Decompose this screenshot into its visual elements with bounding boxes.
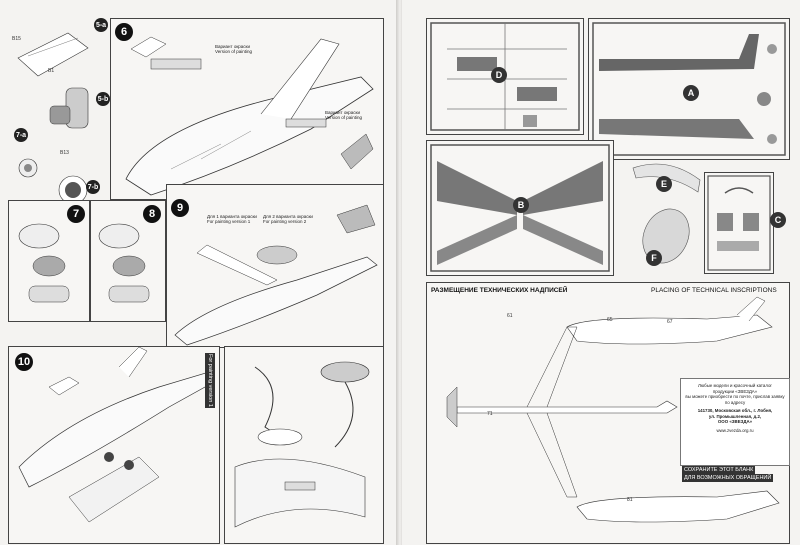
step-8-number: 8 [143,205,161,223]
step-10-aircraft-drawing [18,347,215,523]
part-label: B15 [12,36,21,42]
inscriptions-title-en: PLACING OF TECHNICAL INSCRIPTIONS [651,287,777,294]
variant-2-en: Version of painting [325,114,363,120]
variant-1-ru: Вариант окраски [215,44,251,49]
step-7-engine-drawing [18,223,70,303]
tail-parts-diagram [17,32,89,205]
step-8-label: 8 [148,208,156,220]
sprue-a: A [588,18,790,160]
option-2-ru: Для 2 варианта окраски [263,214,313,219]
step-5a-label: 5-a [95,21,107,29]
step-10-panel: 10 For painting version 1 [8,346,220,544]
sprue-f-letter: F [651,253,657,263]
option-1-en: For painting version 1 [207,218,251,224]
sprue-b-letter: B [517,200,525,210]
stamp-1-text: For painting version 1 [207,354,213,407]
step-7a-badge: 7-a [14,128,28,142]
marking-number: 71 [487,411,493,417]
step-7a-label: 7-a [15,131,27,139]
step-10-label: 10 [17,356,31,368]
sprue-f-label: F [646,250,662,266]
sprue-c-label: C [770,212,786,228]
page-gutter [396,0,404,545]
part-label: B13 [60,150,69,156]
sprue-b-label: B [513,197,529,213]
sprue-d-parts [430,22,580,131]
step-7-panel: 7 [8,200,90,322]
step-7-label: 7 [72,208,80,220]
option-1-ru: Для 1 варианта окраски [207,214,257,219]
sprue-a-letter: A [687,88,695,98]
marking-number: 67 [667,319,673,325]
step-7-number: 7 [67,205,85,223]
step-6-number: 6 [115,23,133,41]
contact-line-4: 141730, Московская обл., г. Лобня, [697,408,773,413]
variant-1-en: Version of painting [215,48,253,54]
step-5b-badge: 5-b [96,92,110,106]
sprue-b: B [426,140,614,276]
option-2-en: For painting version 2 [263,218,307,224]
sprue-d-label: D [491,67,507,83]
step-8-panel: 8 [90,200,166,322]
contact-url: www.zvezda.org.ru [716,427,754,433]
step-10-number: 10 [15,353,33,371]
sprue-a-label: A [683,85,699,101]
step-9-aircraft-drawing [174,204,378,346]
sprue-c [704,172,774,274]
keep-form-stamp: СОХРАНИТЕ ЭТОТ БЛАНК [682,466,756,474]
sprue-d: D [426,18,584,135]
step-9-number: 9 [171,199,189,217]
step-6-label: 6 [120,26,128,38]
sprue-a-parts [592,22,786,156]
step-9-label: 9 [176,202,184,214]
contact-line-6: ООО «ЗВЕЗДА» [717,419,753,424]
contact-line-2: продукции «ЗВЕЗДА» [712,388,758,394]
contact-line-1: Любые модели и красочный каталог [698,383,772,388]
marking-number: 81 [627,497,633,503]
contact-box: Любые модели и красочный каталог продукц… [680,378,790,466]
step-5b-label: 5-b [97,95,109,103]
step-8-engine-drawing [98,223,150,303]
contact-line-3: вы можете приобрести по почте, прислав з… [685,394,785,405]
sprue-c-letter: C [774,215,782,225]
marking-number: 65 [607,317,613,323]
step-7b-badge: 7-b [86,180,100,194]
stand-drawing [234,361,370,528]
sprue-c-parts [707,175,771,271]
sprue-e-letter: E [660,179,667,189]
sprue-e-label: E [656,176,672,192]
part-label: B1 [48,68,55,74]
variant-2-ru: Вариант окраски [325,110,361,115]
marking-number: 61 [507,313,513,319]
inscriptions-title-ru: РАЗМЕЩЕНИЕ ТЕХНИЧЕСКИХ НАДПИСЕЙ [431,287,568,294]
inquiry-stamp: ДЛЯ ВОЗМОЖНЫХ ОБРАЩЕНИЙ [682,474,774,482]
inscriptions-views [446,296,780,523]
sprue-b-parts [430,144,610,272]
stand-base-f-shape [642,208,690,264]
stand-panel [224,346,384,544]
step-7b-label: 7-b [87,183,99,191]
step-6-aircraft-drawing [125,36,374,196]
contact-line-5: ул. Промышленная, д.2, [708,413,762,419]
step-5a-badge: 5-a [94,18,108,32]
sprue-d-letter: D [495,70,503,80]
version-stamp-1: For painting version 1 [205,353,215,408]
